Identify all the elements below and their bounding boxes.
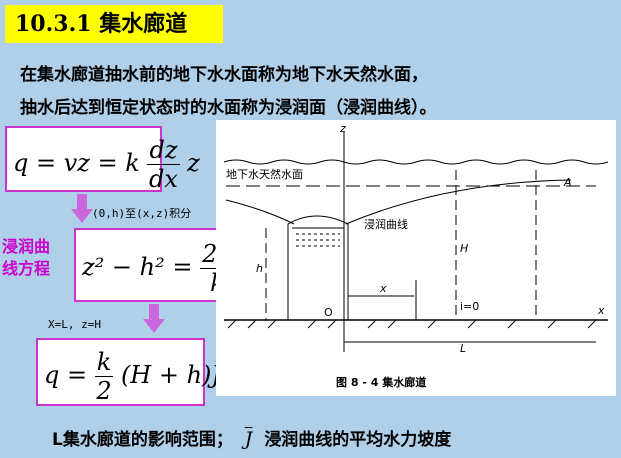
formula-discharge: q = k 2 (H + h)J̄ (44, 348, 221, 405)
integration-note: (0,h)至(x,z)积分 (92, 207, 192, 220)
intro-line-2: 抽水后达到恒定状态时的水面称为浸润面（浸润曲线）。 (20, 98, 437, 118)
down-arrow-icon (143, 304, 165, 333)
curve-equation-label-line2: 线方程 (2, 259, 51, 278)
gallery-diagram-svg: 地下水天然水面 浸润曲线 z A H h x O i=0 L x 图 8 - 4… (223, 122, 609, 389)
gallery-diagram: 地下水天然水面 浸润曲线 z A H h x O i=0 L x 图 8 - 4… (216, 120, 616, 396)
bottom-note-part2: 浸润曲线的平均水力坡度 (264, 430, 452, 450)
formula-discharge-tail: (H + h)J̄ (120, 361, 222, 389)
ground-surface (223, 159, 609, 165)
formula-discharge-lhs: q = (44, 361, 88, 389)
L-label: L (460, 342, 466, 355)
gallery (287, 215, 349, 320)
base-hatching (227, 319, 597, 329)
natural-surface-label: 地下水天然水面 (226, 167, 303, 181)
average-gradient-symbol: J (244, 428, 253, 450)
x-dim-label: x (379, 282, 387, 295)
A-label: A (563, 176, 572, 189)
formula-discharge-den: 2 (96, 377, 112, 405)
curve-equation-label: 浸润曲 线方程 (2, 236, 50, 280)
substitution-note: X=L, z=H (48, 318, 101, 331)
formula-darcy-box: q = vz = k dz dx z (5, 126, 200, 193)
h-label: h (256, 262, 263, 275)
formula-discharge-num: k (94, 348, 114, 377)
formula-darcy-tail: z (187, 149, 200, 177)
formula-discharge-fraction: k 2 (94, 348, 114, 405)
depression-curve-right (345, 179, 572, 225)
depression-curve-left (225, 199, 295, 225)
slope-label: i=0 (460, 300, 479, 313)
bottom-note: L集水廊道的影响范围； J 浸润曲线的平均水力坡度 (52, 425, 451, 450)
intro-line-1: 在集水廊道抽水前的地下水水面称为地下水天然水面， (20, 65, 428, 85)
x-axis-label: x (597, 304, 605, 317)
formula-darcy: q = vz = k dz dx z (13, 136, 200, 193)
down-arrow-icon (71, 194, 93, 223)
formula-curve-lhs: z² − h² = (82, 253, 193, 281)
formula-darcy-num: dz (147, 136, 180, 165)
figure-caption: 图 8 - 4 集水廊道 (336, 375, 426, 389)
formula-darcy-den: dx (149, 165, 178, 193)
origin-label: O (324, 306, 333, 319)
formula-discharge-box: q = k 2 (H + h)J̄ (36, 338, 221, 406)
curve-equation-label-line1: 浸润曲 (2, 237, 51, 256)
slide-title: 10.3.1 集水廊道 (5, 5, 223, 43)
formula-curve-box: z² − h² = 2q k x (74, 228, 256, 302)
H-label: H (460, 242, 468, 255)
bottom-note-part1: L集水廊道的影响范围； (52, 430, 233, 450)
formula-darcy-fraction: dz dx (147, 136, 180, 193)
formula-darcy-lhs: q = vz = k (13, 149, 140, 177)
z-label: z (339, 122, 346, 135)
curve-diagram-label: 浸润曲线 (364, 217, 408, 231)
